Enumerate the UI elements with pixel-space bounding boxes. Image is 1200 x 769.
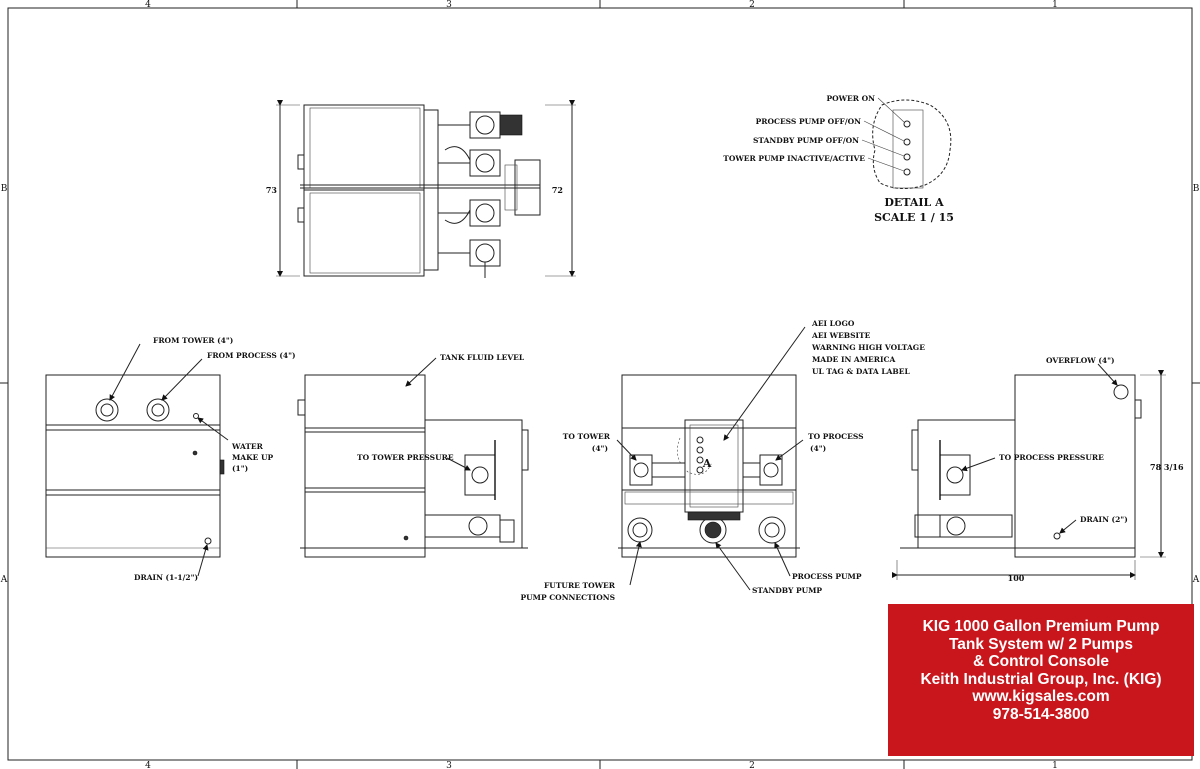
right-dim-height: 78 3/16 — [1150, 462, 1184, 472]
label-to-process-1: TO PROCESS — [808, 432, 864, 441]
title-company: Keith Industrial Group, Inc. (KIG) — [920, 670, 1162, 688]
title-website: www.kigsales.com — [972, 688, 1110, 705]
zone-left-b: B — [1, 184, 8, 194]
zone-top-1: 1 — [1052, 0, 1058, 10]
title-phone: 978-514-3800 — [992, 705, 1090, 723]
zone-bottom-2: 2 — [749, 761, 755, 769]
label-to-process-pressure: TO PROCESS PRESSURE — [999, 453, 1104, 462]
label-future-1: FUTURE TOWER — [544, 581, 616, 590]
label-from-tower: FROM TOWER (4") — [153, 336, 233, 345]
zone-right-b: B — [1193, 184, 1200, 194]
detail-label-tower-pump: TOWER PUMP INACTIVE/ACTIVE — [723, 154, 865, 163]
front-label-warning: WARNING HIGH VOLTAGE — [811, 343, 925, 352]
title-line-3: & Control Console — [972, 653, 1110, 670]
front-label-made-in: MADE IN AMERICA — [812, 355, 895, 364]
label-standby-pump: STANDBY PUMP — [752, 586, 822, 595]
detail-scale: SCALE 1 / 15 — [874, 211, 954, 224]
title-block: KIG 1000 Gallon Premium Pump Tank System… — [888, 604, 1194, 756]
label-to-process-2: (4") — [810, 444, 826, 453]
front-label-website: AEI WEBSITE — [811, 331, 871, 340]
label-water-3: (1") — [232, 464, 248, 473]
front-label-ul-tag: UL TAG & DATA LABEL — [812, 367, 910, 376]
left-view: FROM TOWER (4") FROM PROCESS (4") WATER … — [45, 336, 296, 582]
zone-top-2: 2 — [749, 0, 755, 10]
zone-top-4: 4 — [145, 0, 151, 10]
right-dim-width: 100 — [1008, 573, 1025, 583]
detail-label-process-pump: PROCESS PUMP OFF/ON — [756, 117, 862, 126]
zone-bottom-4: 4 — [145, 761, 151, 769]
label-water-1: WATER — [231, 442, 264, 451]
detail-title: DETAIL A — [884, 196, 944, 209]
detail-label-standby-pump: STANDBY PUMP OFF/ON — [753, 136, 859, 145]
label-to-tower-pressure: TO TOWER PRESSURE — [357, 453, 454, 462]
front-view: A AEI LOGO AEI WEBSITE WARNING HIGH VOLT… — [520, 319, 925, 602]
title-line-1: KIG 1000 Gallon Premium Pump — [922, 618, 1160, 635]
zone-left-a: A — [0, 575, 8, 585]
top-view: 73 72 — [266, 100, 576, 278]
zone-bottom-3: 3 — [446, 761, 452, 769]
label-drain-left: DRAIN (1-1/2") — [134, 573, 198, 582]
zone-bottom-1: 1 — [1052, 761, 1058, 769]
label-water-2: MAKE UP — [232, 453, 274, 462]
front-detail-ref: A — [702, 457, 712, 470]
label-overflow: OVERFLOW (4") — [1046, 356, 1115, 365]
label-tank-fluid-level: TANK FLUID LEVEL — [440, 353, 525, 362]
detail-a: POWER ON PROCESS PUMP OFF/ON STANDBY PUM… — [723, 94, 954, 224]
title-line-2: Tank System w/ 2 Pumps — [948, 635, 1134, 653]
zone-top-3: 3 — [446, 0, 452, 10]
label-to-tower-1: TO TOWER — [563, 432, 611, 441]
label-future-2: PUMP CONNECTIONS — [520, 593, 615, 602]
label-process-pump: PROCESS PUMP — [792, 572, 862, 581]
label-drain-right: DRAIN (2") — [1080, 515, 1128, 524]
label-to-tower-2: (4") — [592, 444, 608, 453]
right-view: OVERFLOW (4") TO PROCESS PRESSURE DRAIN … — [892, 356, 1184, 583]
detail-label-power-on: POWER ON — [826, 94, 875, 103]
top-view-dim-right: 72 — [552, 185, 563, 195]
side-view: TANK FLUID LEVEL TO TOWER PRESSURE — [297, 353, 529, 558]
label-from-process: FROM PROCESS (4") — [207, 351, 296, 360]
top-view-dim-left: 73 — [266, 185, 278, 195]
zone-right-a: A — [1192, 575, 1200, 585]
front-label-logo: AEI LOGO — [811, 319, 855, 328]
